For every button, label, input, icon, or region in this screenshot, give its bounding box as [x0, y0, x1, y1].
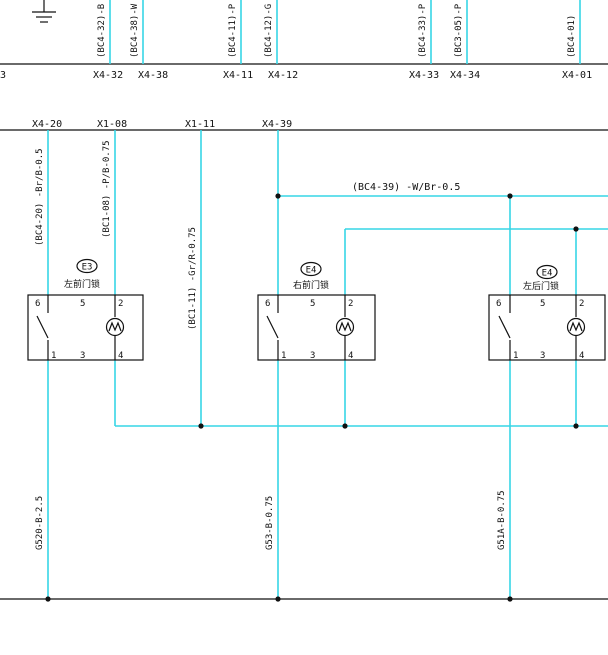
- pin-label: 5: [310, 299, 315, 309]
- component-id-badge: [300, 261, 322, 277]
- connector-label-1: X4-20: [32, 119, 62, 130]
- switch-icon: [266, 315, 279, 339]
- component-id: E3: [82, 263, 93, 273]
- pin-label: 1: [513, 351, 518, 361]
- pin-label: 2: [118, 299, 123, 309]
- top-wire-code-7: (BC4-01): [567, 15, 577, 58]
- wire-label-w4: (BC4-39) -W/Br-0.5: [352, 182, 460, 193]
- lamp-icon: [108, 321, 122, 332]
- connector-label-3: X1-11: [185, 119, 215, 130]
- pin-label: 4: [348, 351, 353, 361]
- top-connector-4: X4-12: [268, 70, 298, 81]
- junction-dot: [507, 193, 513, 199]
- wire-label-w1: (BC4-20) -Br/B-0.5: [35, 148, 45, 246]
- pin-label: 5: [80, 299, 85, 309]
- component-e3-door-lock: E3 左前门锁 6 5 2 1 3 4: [27, 258, 144, 361]
- component-box: [488, 294, 606, 361]
- switch-icon: [498, 315, 511, 339]
- component-id-badge: [536, 264, 558, 280]
- pin-label: 4: [118, 351, 123, 361]
- top-wire-code-5: (BC4-33)-P: [418, 3, 428, 58]
- pin-label: 2: [348, 299, 353, 309]
- pin-label: 6: [496, 299, 501, 309]
- wire-label-w2: (BC1-08) -P/B-0.75: [102, 140, 112, 238]
- junction-dot: [275, 193, 281, 199]
- component-box: [257, 294, 376, 361]
- lamp-icon: [105, 317, 125, 337]
- top-connector-6: X4-34: [450, 70, 480, 81]
- switch-icon: [36, 315, 49, 339]
- component-box: [27, 294, 144, 361]
- component-id: E4: [542, 269, 553, 279]
- connector-label-4: X4-39: [262, 119, 292, 130]
- lamp-icon: [335, 317, 355, 337]
- top-wire-code-6: (BC3-05)-P: [454, 3, 464, 58]
- pin-label: 3: [80, 351, 85, 361]
- left-cut-label: 3: [0, 70, 6, 81]
- ground-label-2: G53-B-0.75: [265, 496, 275, 550]
- component-rear-door-lock: E4 左后门锁 6 5 2 1 3 4: [488, 264, 606, 361]
- pin-label: 1: [281, 351, 286, 361]
- lamp-icon: [338, 321, 352, 332]
- junction-dot: [45, 596, 51, 602]
- lamp-icon: [569, 321, 583, 332]
- junction-dot: [275, 596, 281, 602]
- junction-dot: [342, 423, 348, 429]
- pin-label: 3: [540, 351, 545, 361]
- top-connector-2: X4-38: [138, 70, 168, 81]
- pin-label: 6: [265, 299, 270, 309]
- top-wire-code-2: (BC4-38)-W: [130, 3, 140, 58]
- ground-symbol: [32, 0, 56, 23]
- pin-label: 5: [540, 299, 545, 309]
- pin-label: 4: [579, 351, 584, 361]
- lamp-icon: [566, 317, 586, 337]
- top-wire-code-3: (BC4-11)-P: [228, 3, 238, 58]
- pin-label: 3: [310, 351, 315, 361]
- component-name: 左后门锁: [523, 280, 559, 292]
- top-connector-7: X4-01: [562, 70, 592, 81]
- pin-label: 1: [51, 351, 56, 361]
- top-connector-1: X4-32: [93, 70, 123, 81]
- component-id-badge: [76, 258, 98, 274]
- junction-dot: [198, 423, 204, 429]
- pin-label: 6: [35, 299, 40, 309]
- connector-label-2: X1-08: [97, 119, 127, 130]
- component-e4-door-lock: E4 右前门锁 6 5 2 1 3 4: [257, 261, 376, 361]
- ground-label-1: G520-B-2.5: [35, 496, 45, 550]
- wire-label-w3: (BC1-11) -Gr/R-0.75: [188, 227, 198, 330]
- top-connector-5: X4-33: [409, 70, 439, 81]
- junction-dot: [573, 423, 579, 429]
- ground-label-3: G51A-B-0.75: [497, 490, 507, 550]
- junction-dot: [573, 226, 579, 232]
- top-wire-code-4: (BC4-12)-G: [264, 4, 274, 58]
- pin-label: 2: [579, 299, 584, 309]
- component-name: 右前门锁: [293, 279, 329, 291]
- top-connector-3: X4-11: [223, 70, 253, 81]
- junction-dot: [507, 596, 513, 602]
- top-wire-code-1: (BC4-32)-B: [97, 4, 107, 58]
- component-name: 左前门锁: [64, 278, 100, 290]
- component-id: E4: [306, 266, 317, 276]
